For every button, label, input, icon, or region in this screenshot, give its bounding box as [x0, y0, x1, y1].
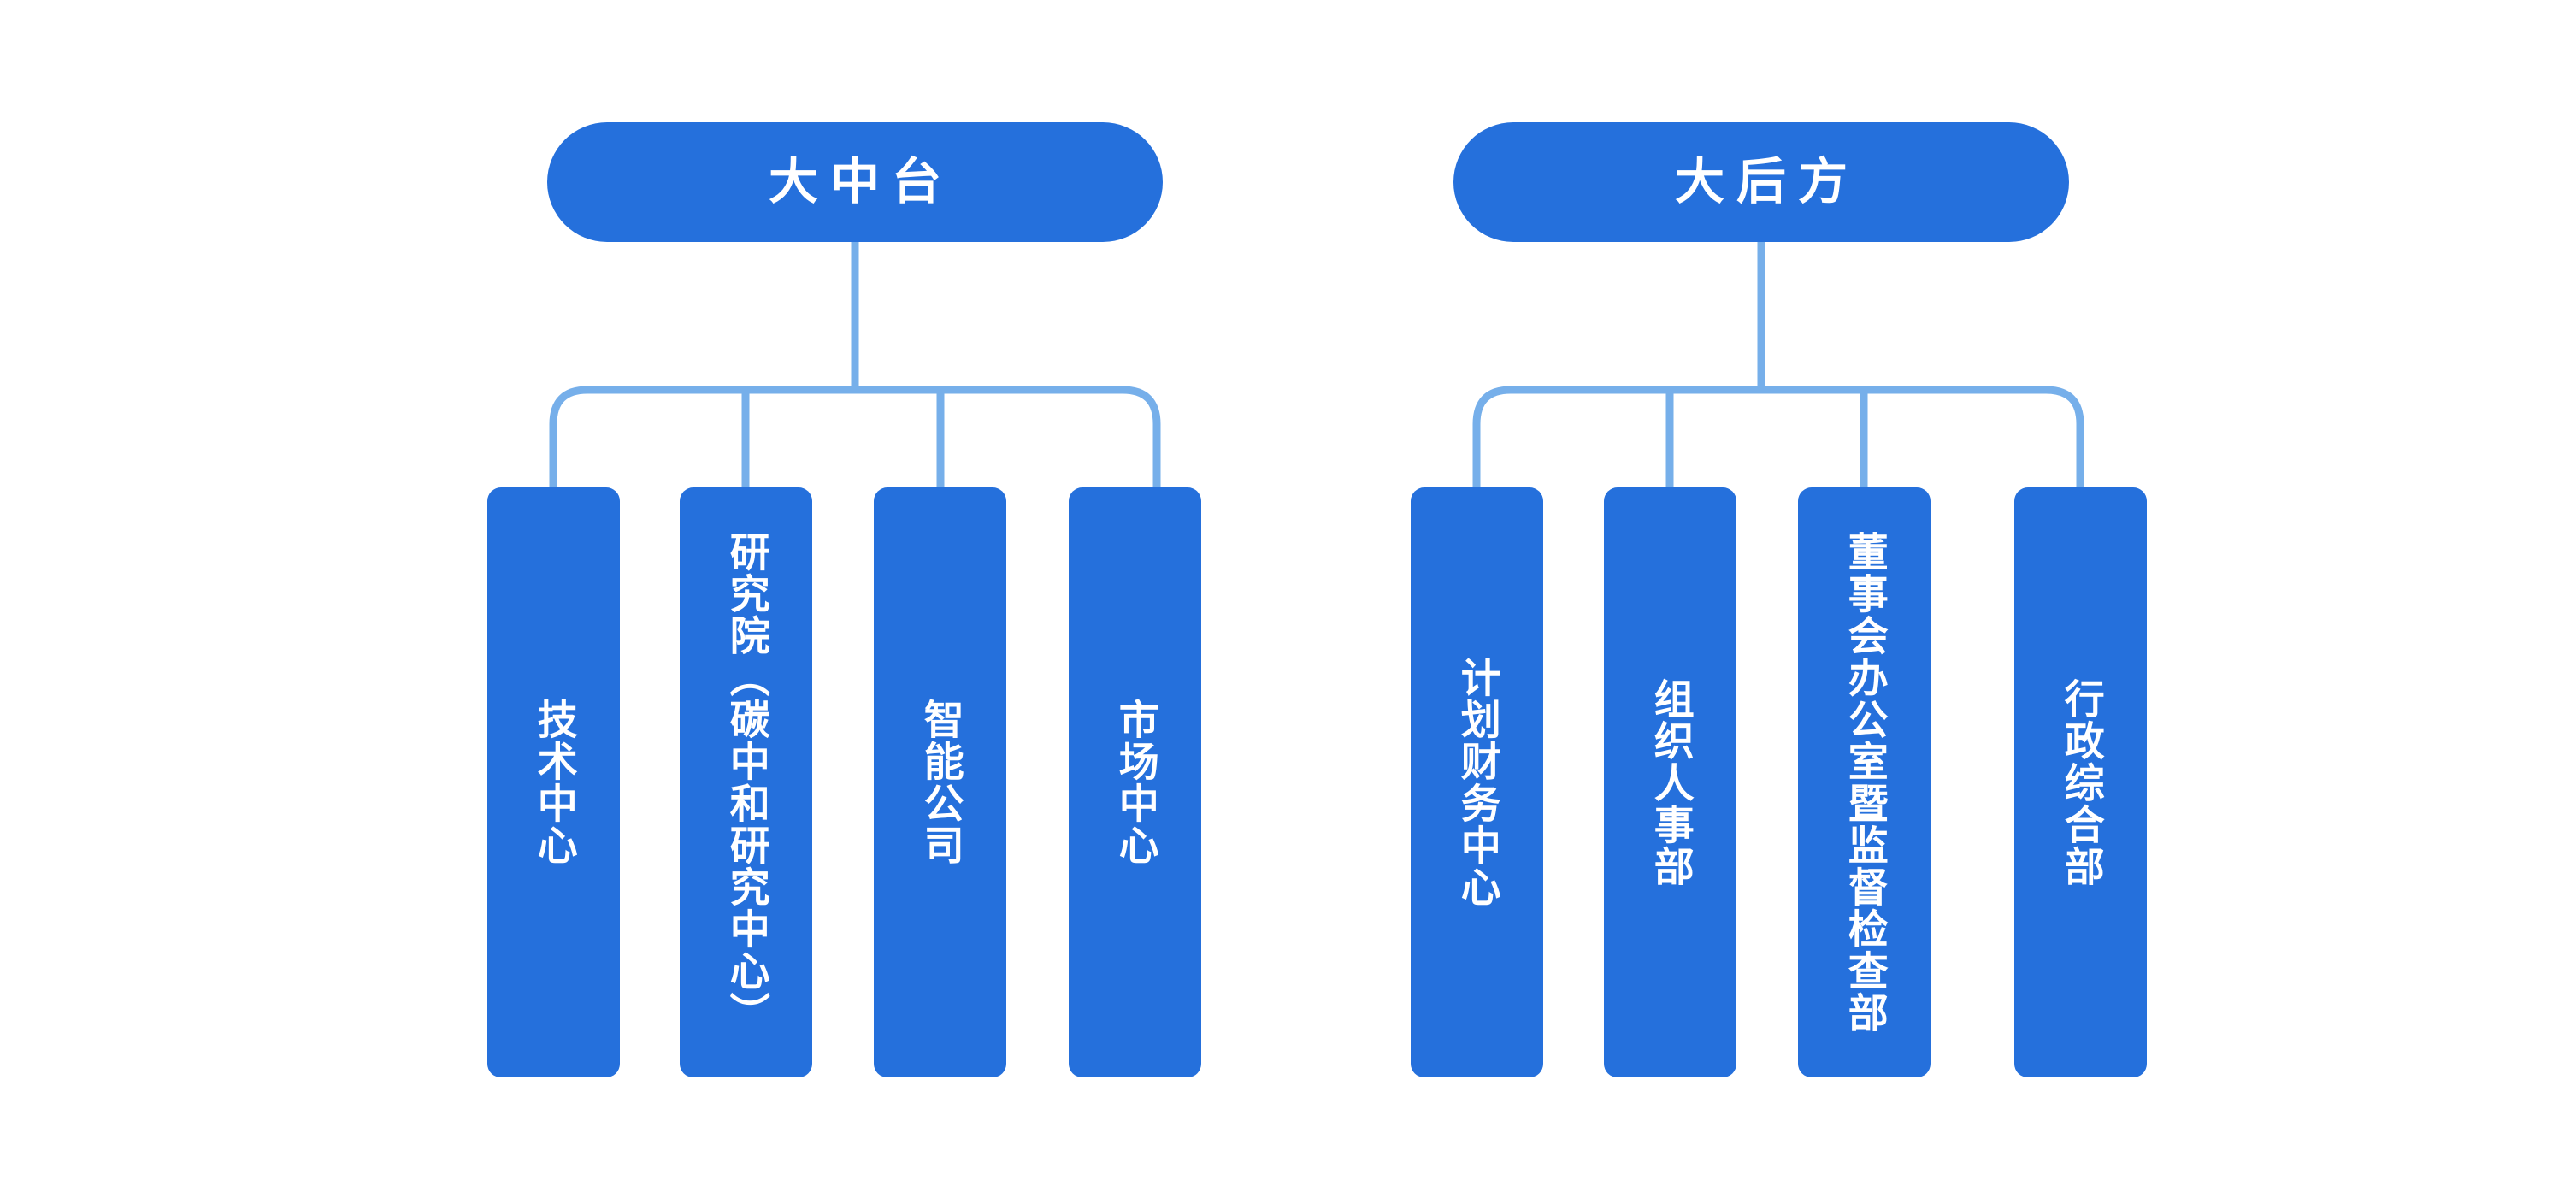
node-research-academy[interactable]: 研究院（碳中和研究中心） [680, 487, 812, 1077]
node-tech-center[interactable]: 技术中心 [487, 487, 620, 1077]
node-label: 研究院（碳中和研究中心） [723, 531, 769, 1034]
node-admin-general-dept[interactable]: 行政综合部 [2014, 487, 2147, 1077]
node-org-personnel-dept[interactable]: 组织人事部 [1604, 487, 1736, 1077]
node-intelligent-co[interactable]: 智能公司 [874, 487, 1006, 1077]
node-market-center[interactable]: 市场中心 [1069, 487, 1201, 1077]
node-label: 组织人事部 [1648, 677, 1694, 888]
group-header-zhongtai[interactable]: 大中台 [547, 122, 1163, 242]
node-label: 智能公司 [917, 699, 964, 866]
node-label: 市场中心 [1112, 699, 1158, 866]
group-header-label: 大后方 [1674, 154, 1860, 209]
node-board-office-audit[interactable]: 董事会办公室暨监督检查部 [1798, 487, 1931, 1077]
node-label: 计划财务中心 [1454, 657, 1500, 908]
connector-bus-left [549, 386, 1161, 487]
node-label: 行政综合部 [2058, 677, 2104, 888]
node-label: 董事会办公室暨监督检查部 [1842, 531, 1888, 1034]
connector-bus-right [1472, 386, 2084, 487]
node-plan-finance-center[interactable]: 计划财务中心 [1411, 487, 1543, 1077]
group-header-houfang[interactable]: 大后方 [1453, 122, 2069, 242]
node-label: 技术中心 [531, 699, 577, 866]
group-header-label: 大中台 [768, 154, 953, 209]
